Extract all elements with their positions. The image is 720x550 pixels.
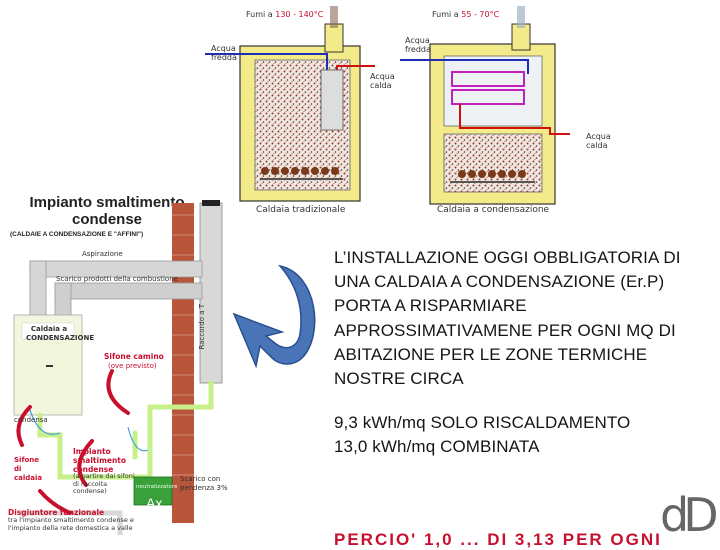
condensa-label: condensa	[14, 416, 48, 424]
impianto-condense-note: (a partire dai sifoni di raccolta conden…	[73, 472, 135, 495]
sifone-camino-label: Sifone camino	[104, 352, 164, 361]
combined-value: 13,0 kWh/mq COMBINATA	[334, 437, 540, 457]
condense-plant-title: Impianto smaltimento condense	[29, 194, 185, 228]
scarico-fumi-label: Scarico prodotti della combustione	[56, 275, 178, 283]
curved-arrow-icon	[232, 264, 316, 368]
sifone-camino-note: (ove previsto)	[108, 362, 157, 370]
condensing-cold-water-label: Acqua fredda	[405, 36, 431, 54]
raccordo-label: Raccordo a T	[198, 304, 206, 350]
aspirazione-label: Aspirazione	[82, 250, 123, 258]
traditional-fumes-label: Fumi a 130 - 140°C	[246, 10, 324, 19]
condensing-hot-water-label: Acqua calda	[586, 132, 611, 150]
disgiuntore-note: tra l'impianto smaltimento condense e l'…	[8, 516, 134, 532]
condensing-boiler-caption: Caldaia a condensazione	[437, 205, 550, 215]
cutoff-text: PERCIO' 1,0 ... DI 3,13 PER OGNI	[334, 530, 662, 549]
traditional-hot-water-label: Acqua calda	[370, 72, 395, 90]
heating-only-value: 9,3 kWh/mq SOLO RISCALDAMENTO	[334, 413, 631, 433]
disgiuntore-label: Disgiuntore funzionale	[8, 508, 105, 517]
main-text-block: L’INSTALLAZIONE OGGI OBBLIGATORIA DI UNA…	[334, 246, 714, 460]
sifone-caldaia-label: Sifone di caldaia	[14, 456, 43, 482]
logo: dD	[660, 488, 719, 542]
traditional-cold-water-label: Acqua fredda	[211, 44, 237, 62]
traditional-boiler-diagram	[205, 6, 375, 202]
condense-plant-diagram	[13, 200, 223, 535]
impianto-condense-label: Impianto smaltimento condense	[73, 447, 127, 474]
condensing-boiler-diagram	[400, 6, 570, 205]
neutralizzatore-label: neutralizzatore	[136, 484, 178, 490]
traditional-boiler-caption: Caldaia tradizionale	[256, 205, 346, 215]
condensing-fumes-label: Fumi a 55 - 70°C	[432, 10, 500, 19]
condense-plant-subtitle: (CALDAIE A CONDENSAZIONE E "AFFINI")	[10, 231, 144, 238]
main-paragraph: L’INSTALLAZIONE OGGI OBBLIGATORIA DI UNA…	[334, 248, 681, 389]
boiler-label: Caldaia a CONDENSAZIONE	[26, 325, 95, 342]
neutralizer-ax: Ax	[146, 495, 163, 511]
scarico-pendenza-label: Scarico con pendenza 3%	[180, 475, 228, 492]
